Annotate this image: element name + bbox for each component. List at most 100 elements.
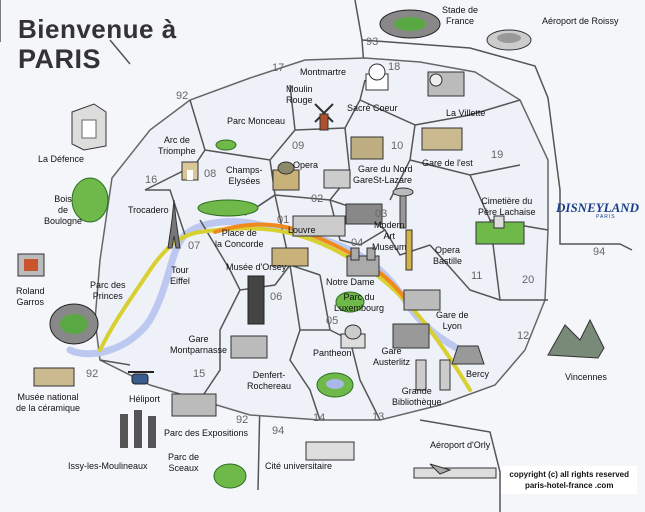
arr-06: 06 bbox=[270, 291, 283, 303]
opera-icon bbox=[272, 161, 300, 191]
title-line2: PARIS bbox=[18, 44, 102, 74]
label-pantheon: Pantheon bbox=[313, 348, 352, 358]
arr-92-south: 92 bbox=[236, 414, 249, 426]
arr-01: 01 bbox=[277, 214, 290, 226]
notre-dame-icon bbox=[346, 247, 380, 277]
arr-15: 15 bbox=[193, 368, 206, 380]
arr-92-west: 92 bbox=[86, 368, 99, 380]
orly-airport-icon bbox=[413, 463, 497, 479]
bastille-column-icon bbox=[405, 229, 413, 271]
arr-14: 14 bbox=[313, 412, 326, 424]
cemetery-icon bbox=[475, 215, 525, 245]
label-notre-dame: Notre Dame bbox=[326, 277, 375, 287]
label-issy: Issy-les-Moulineaux bbox=[68, 461, 148, 471]
label-vincennes: Vincennes bbox=[565, 372, 607, 382]
stadium-icon bbox=[379, 9, 441, 39]
label-parc-monceau: Parc Monceau bbox=[227, 116, 286, 126]
arr-12: 12 bbox=[517, 330, 530, 342]
arr-10: 10 bbox=[391, 140, 404, 152]
label-la-defence: La Défence bbox=[38, 154, 85, 164]
windmill-icon bbox=[314, 103, 334, 131]
copyright-line1: copyright (c) all rights reserved bbox=[509, 470, 629, 479]
label-bercy: Bercy bbox=[466, 369, 490, 379]
label-aeroport-orly: Aéroport d'Orly bbox=[430, 440, 491, 450]
label-gare-du-nord: Gare du Nord bbox=[358, 164, 413, 174]
arr-16: 16 bbox=[145, 174, 158, 186]
label-la-villette: La Villette bbox=[446, 108, 486, 118]
label-musee-dorsay: Musée d'Orsey bbox=[226, 262, 287, 272]
label-gare-de-lest: Gare de l'est bbox=[422, 158, 473, 168]
disneyland-logo: DISNEYLAND bbox=[556, 200, 640, 215]
title-line1: Bienvenue à bbox=[18, 14, 177, 44]
copyright-line2: paris-hotel-france .com bbox=[524, 481, 614, 490]
label-opera: Opera bbox=[293, 160, 319, 170]
label-parc-des-expositions: Parc des Expositions bbox=[164, 428, 249, 438]
eiffel-tower-icon bbox=[167, 200, 181, 249]
ceramique-museum-icon bbox=[33, 367, 75, 387]
arr-08: 08 bbox=[204, 168, 217, 180]
issy-towers-icon bbox=[120, 410, 156, 448]
label-cite-universitaire: Cité universitaire bbox=[265, 461, 333, 471]
arr-94-east: 94 bbox=[593, 246, 606, 258]
arr-11: 11 bbox=[471, 270, 483, 282]
louvre-icon bbox=[292, 215, 346, 237]
label-champs-elysees: Champs-Elysées bbox=[226, 165, 263, 186]
disneyland-logo-sub: PARIS bbox=[596, 214, 616, 220]
label-heliport: Héliport bbox=[129, 394, 161, 404]
arr-13: 13 bbox=[372, 411, 385, 423]
arr-03: 03 bbox=[375, 208, 388, 220]
label-montmartre: Montmartre bbox=[300, 67, 347, 77]
gare-de-lyon-icon bbox=[403, 289, 441, 311]
sacre-coeur-icon bbox=[365, 63, 389, 91]
arr-07: 07 bbox=[188, 240, 201, 252]
label-louvre: Louvre bbox=[288, 225, 316, 235]
stadium-princes-icon bbox=[49, 303, 99, 345]
helicopter-icon bbox=[128, 371, 154, 385]
arc-de-triomphe-icon bbox=[181, 161, 199, 181]
label-gare-st-lazare: GareSt-Lazare bbox=[353, 175, 413, 185]
arr-17: 17 bbox=[272, 62, 285, 74]
arr-19: 19 bbox=[491, 149, 504, 161]
pompidou-icon bbox=[345, 203, 383, 225]
gare-montparnasse-icon bbox=[230, 335, 268, 359]
rer-line-orange bbox=[213, 222, 412, 307]
arr-18: 18 bbox=[388, 61, 401, 73]
arr-93: 93 bbox=[366, 36, 379, 48]
rer-line-yellow bbox=[98, 226, 472, 392]
tower-icon bbox=[392, 187, 414, 229]
musee-dorsay-icon bbox=[271, 247, 309, 267]
arr-94-south: 94 bbox=[272, 425, 285, 437]
pantheon-icon bbox=[340, 324, 366, 349]
gare-du-nord-icon bbox=[350, 136, 384, 160]
arr-04: 04 bbox=[351, 237, 364, 249]
gare-st-lazare-icon bbox=[323, 169, 351, 189]
arr-05: 05 bbox=[326, 315, 339, 327]
bibliotheque-icon bbox=[415, 359, 451, 391]
label-trocadero: Trocadero bbox=[128, 205, 169, 215]
expo-hall-icon bbox=[171, 393, 217, 417]
label-denfert-rochereau: Denfert-Rochereau bbox=[247, 370, 292, 391]
airport-icon bbox=[486, 29, 532, 51]
gare-austerlitz-icon bbox=[392, 323, 430, 349]
grande-arche-icon bbox=[71, 103, 107, 151]
arr-92-north: 92 bbox=[176, 90, 189, 102]
label-aeroport-roissy: Aéroport de Roissy bbox=[542, 16, 619, 26]
montparnasse-tower-icon bbox=[247, 275, 265, 325]
